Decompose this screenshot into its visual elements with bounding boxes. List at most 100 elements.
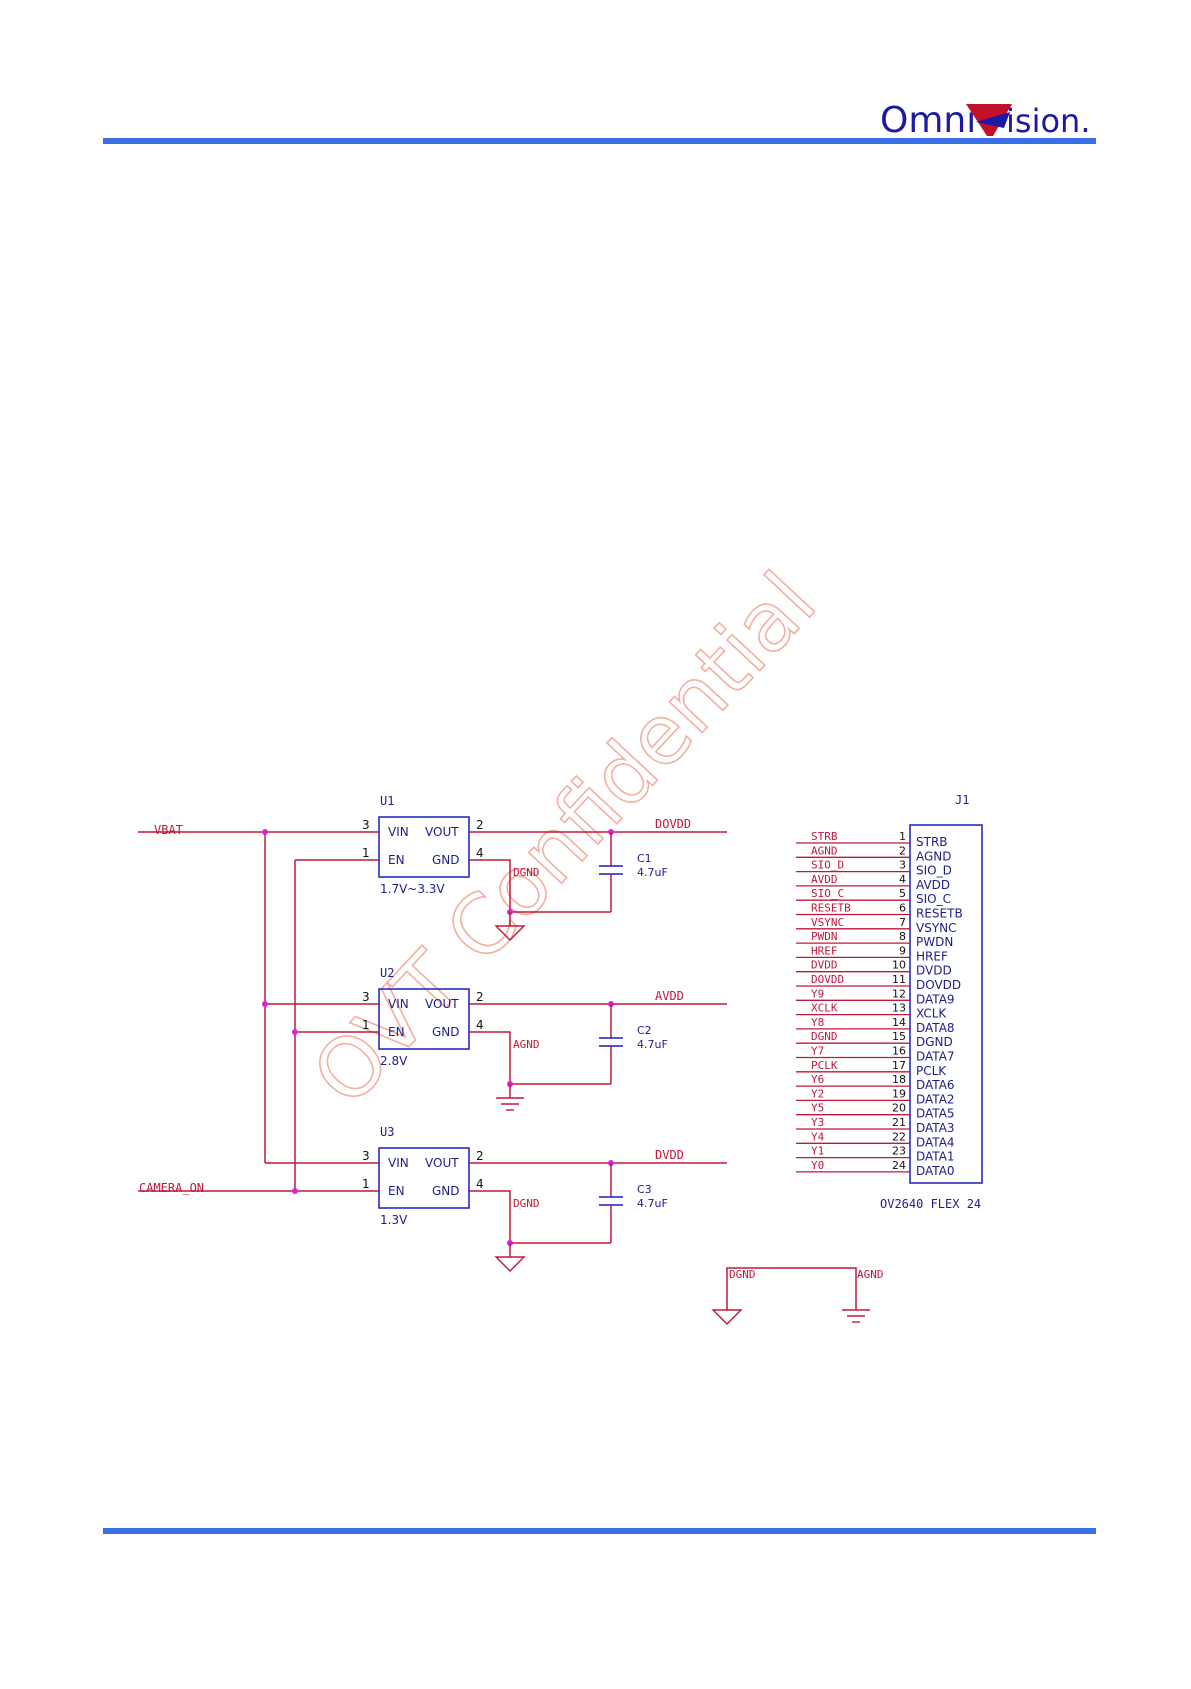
pin-net-label: Y8 (811, 1016, 824, 1029)
omnivision-logo: Omni ision. (880, 100, 1090, 141)
pin-number-gnd: 4 (476, 846, 484, 860)
capacitor-ref: C3 (637, 1183, 652, 1196)
output-net-label: DOVDD (655, 817, 691, 831)
pin-gnd-label: GND (432, 1025, 460, 1039)
pin-gnd-label: GND (432, 1184, 460, 1198)
pin-name: HREF (916, 949, 948, 963)
regulator-body (378, 988, 470, 1050)
gnd-wire (469, 1190, 611, 1244)
pin-vout-label: VOUT (425, 997, 459, 1011)
pin-name: DATA7 (916, 1050, 955, 1064)
pin-name: DOVDD (916, 978, 961, 992)
pin-name: DATA1 (916, 1150, 955, 1164)
pin-name: DGND (916, 1035, 953, 1049)
pin-number-en: 1 (362, 1177, 370, 1191)
capacitor-value: 4.7uF (637, 1197, 668, 1210)
pin-number-vin: 3 (362, 1149, 370, 1163)
pin-number: 4 (899, 873, 906, 886)
pin-number: 16 (892, 1045, 906, 1058)
logo-text-left: Omni (880, 100, 976, 141)
digital-ground-symbol (711, 1309, 743, 1325)
pin-number: 22 (892, 1130, 906, 1143)
pin-net-label: Y4 (811, 1130, 825, 1143)
pin-net-label: Y9 (811, 987, 824, 1000)
pin-net-label: VSYNC (811, 916, 844, 929)
vbat-net-label: VBAT (154, 823, 183, 837)
pin-name: DATA3 (916, 1121, 955, 1135)
pin-number: 6 (899, 902, 906, 915)
pin-name: SIO_D (916, 864, 952, 878)
pin-name: DATA9 (916, 992, 955, 1006)
pin-net-label: DOVDD (811, 973, 844, 986)
pin-name: PWDN (916, 935, 953, 949)
pin-number-vout: 2 (476, 990, 484, 1004)
pin-name: DATA5 (916, 1107, 955, 1121)
pin-en-label: EN (388, 853, 405, 867)
camera-on-net-label: CAMERA_ON (139, 1181, 204, 1195)
pin-en-label: EN (388, 1025, 405, 1039)
capacitor-value: 4.7uF (637, 866, 668, 879)
pin-net-label: PWDN (811, 930, 838, 943)
capacitor-ref: C1 (637, 852, 652, 865)
pin-vin-label: VIN (388, 825, 409, 839)
junction-dot (262, 1001, 268, 1007)
ground-link-left-label: DGND (729, 1268, 756, 1281)
pin-number-en: 1 (362, 846, 370, 860)
digital-ground-symbol (494, 1256, 526, 1272)
pin-number: 23 (892, 1145, 906, 1158)
gnd-net-label: DGND (513, 1197, 540, 1210)
capacitor-value: 4.7uF (637, 1038, 668, 1051)
pin-name: DATA8 (916, 1021, 955, 1035)
gnd-net-label: DGND (513, 866, 540, 879)
gnd-net-label: AGND (513, 1038, 540, 1051)
regulator-ref: U1 (380, 794, 394, 808)
pin-en-label: EN (388, 1184, 405, 1198)
pin-name: DATA2 (916, 1092, 955, 1106)
pin-net-label: Y1 (811, 1145, 824, 1158)
pin-number: 11 (892, 973, 906, 986)
regulator-value: 1.7V~3.3V (380, 882, 445, 896)
connector-pin: Y1 23 DATA1 (796, 1145, 955, 1164)
pin-net-label: PCLK (811, 1059, 838, 1072)
pin-net-label: AVDD (811, 873, 838, 886)
pin-name: XCLK (916, 1007, 947, 1021)
pin-name: AVDD (916, 878, 950, 892)
ground-link: DGND AGND (711, 1267, 884, 1325)
pin-number-vin: 3 (362, 818, 370, 832)
regulator-ref: U2 (380, 966, 394, 980)
pin-number: 2 (899, 844, 906, 857)
pin-vout-label: VOUT (425, 825, 459, 839)
output-net-label: DVDD (655, 1148, 684, 1162)
pin-name: DVDD (916, 964, 952, 978)
input-nets: VBAT CAMERA_ON (138, 823, 298, 1195)
digital-ground-symbol (494, 925, 526, 941)
pin-number-en: 1 (362, 1018, 370, 1032)
output-net-label: AVDD (655, 989, 684, 1003)
regulator-value: 1.3V (380, 1213, 408, 1227)
pin-net-label: Y2 (811, 1087, 824, 1100)
junction-dot (292, 1029, 298, 1035)
pin-number: 13 (892, 1002, 906, 1015)
pin-number: 20 (892, 1102, 906, 1115)
pin-name: AGND (916, 849, 952, 863)
pin-name: SIO_C (916, 892, 951, 906)
pin-number-vout: 2 (476, 818, 484, 832)
pin-name: DATA6 (916, 1078, 955, 1092)
pin-number: 15 (892, 1030, 906, 1043)
pin-number-vin: 3 (362, 990, 370, 1004)
